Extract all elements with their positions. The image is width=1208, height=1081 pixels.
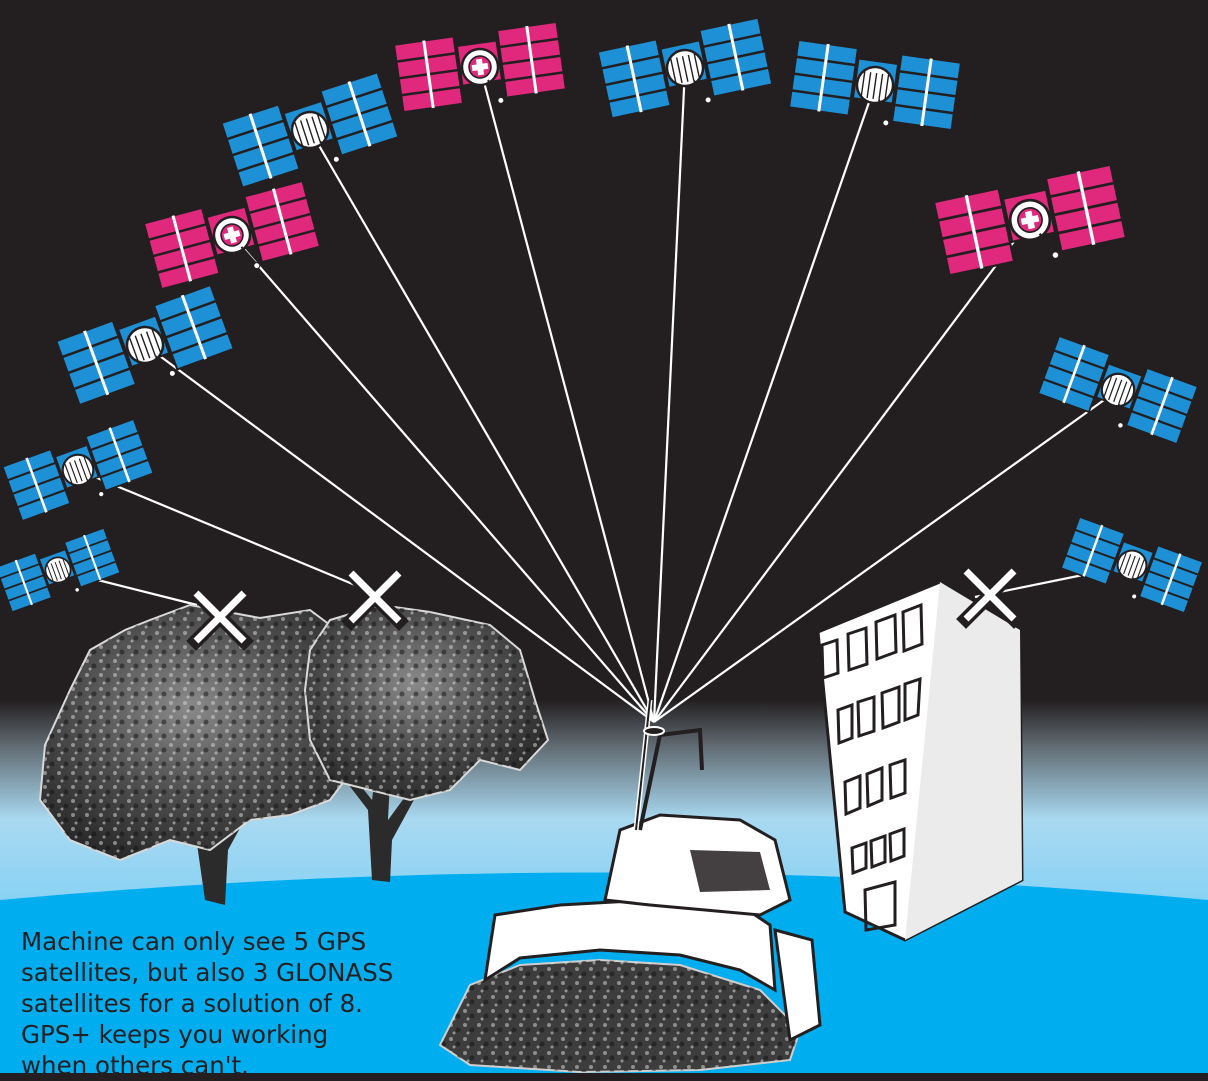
gps-satellite-icon xyxy=(598,18,774,124)
gps-satellite-icon xyxy=(0,528,121,615)
caption-text: Machine can only see 5 GPS satellites, b… xyxy=(21,926,461,1081)
glonass-satellite-icon xyxy=(144,181,321,294)
blocked-signal-line xyxy=(78,470,355,585)
signal-line xyxy=(480,67,654,722)
signal-line xyxy=(654,68,685,722)
gps-satellite-icon xyxy=(1060,517,1203,617)
glonass-satellite-icon xyxy=(394,22,567,117)
gps-satellite-icon xyxy=(788,40,961,135)
glonass-satellite-icon xyxy=(934,165,1127,281)
building-icon xyxy=(818,582,1022,940)
gps-satellite-icon xyxy=(222,72,401,192)
gps-satellite-icon xyxy=(3,419,155,525)
